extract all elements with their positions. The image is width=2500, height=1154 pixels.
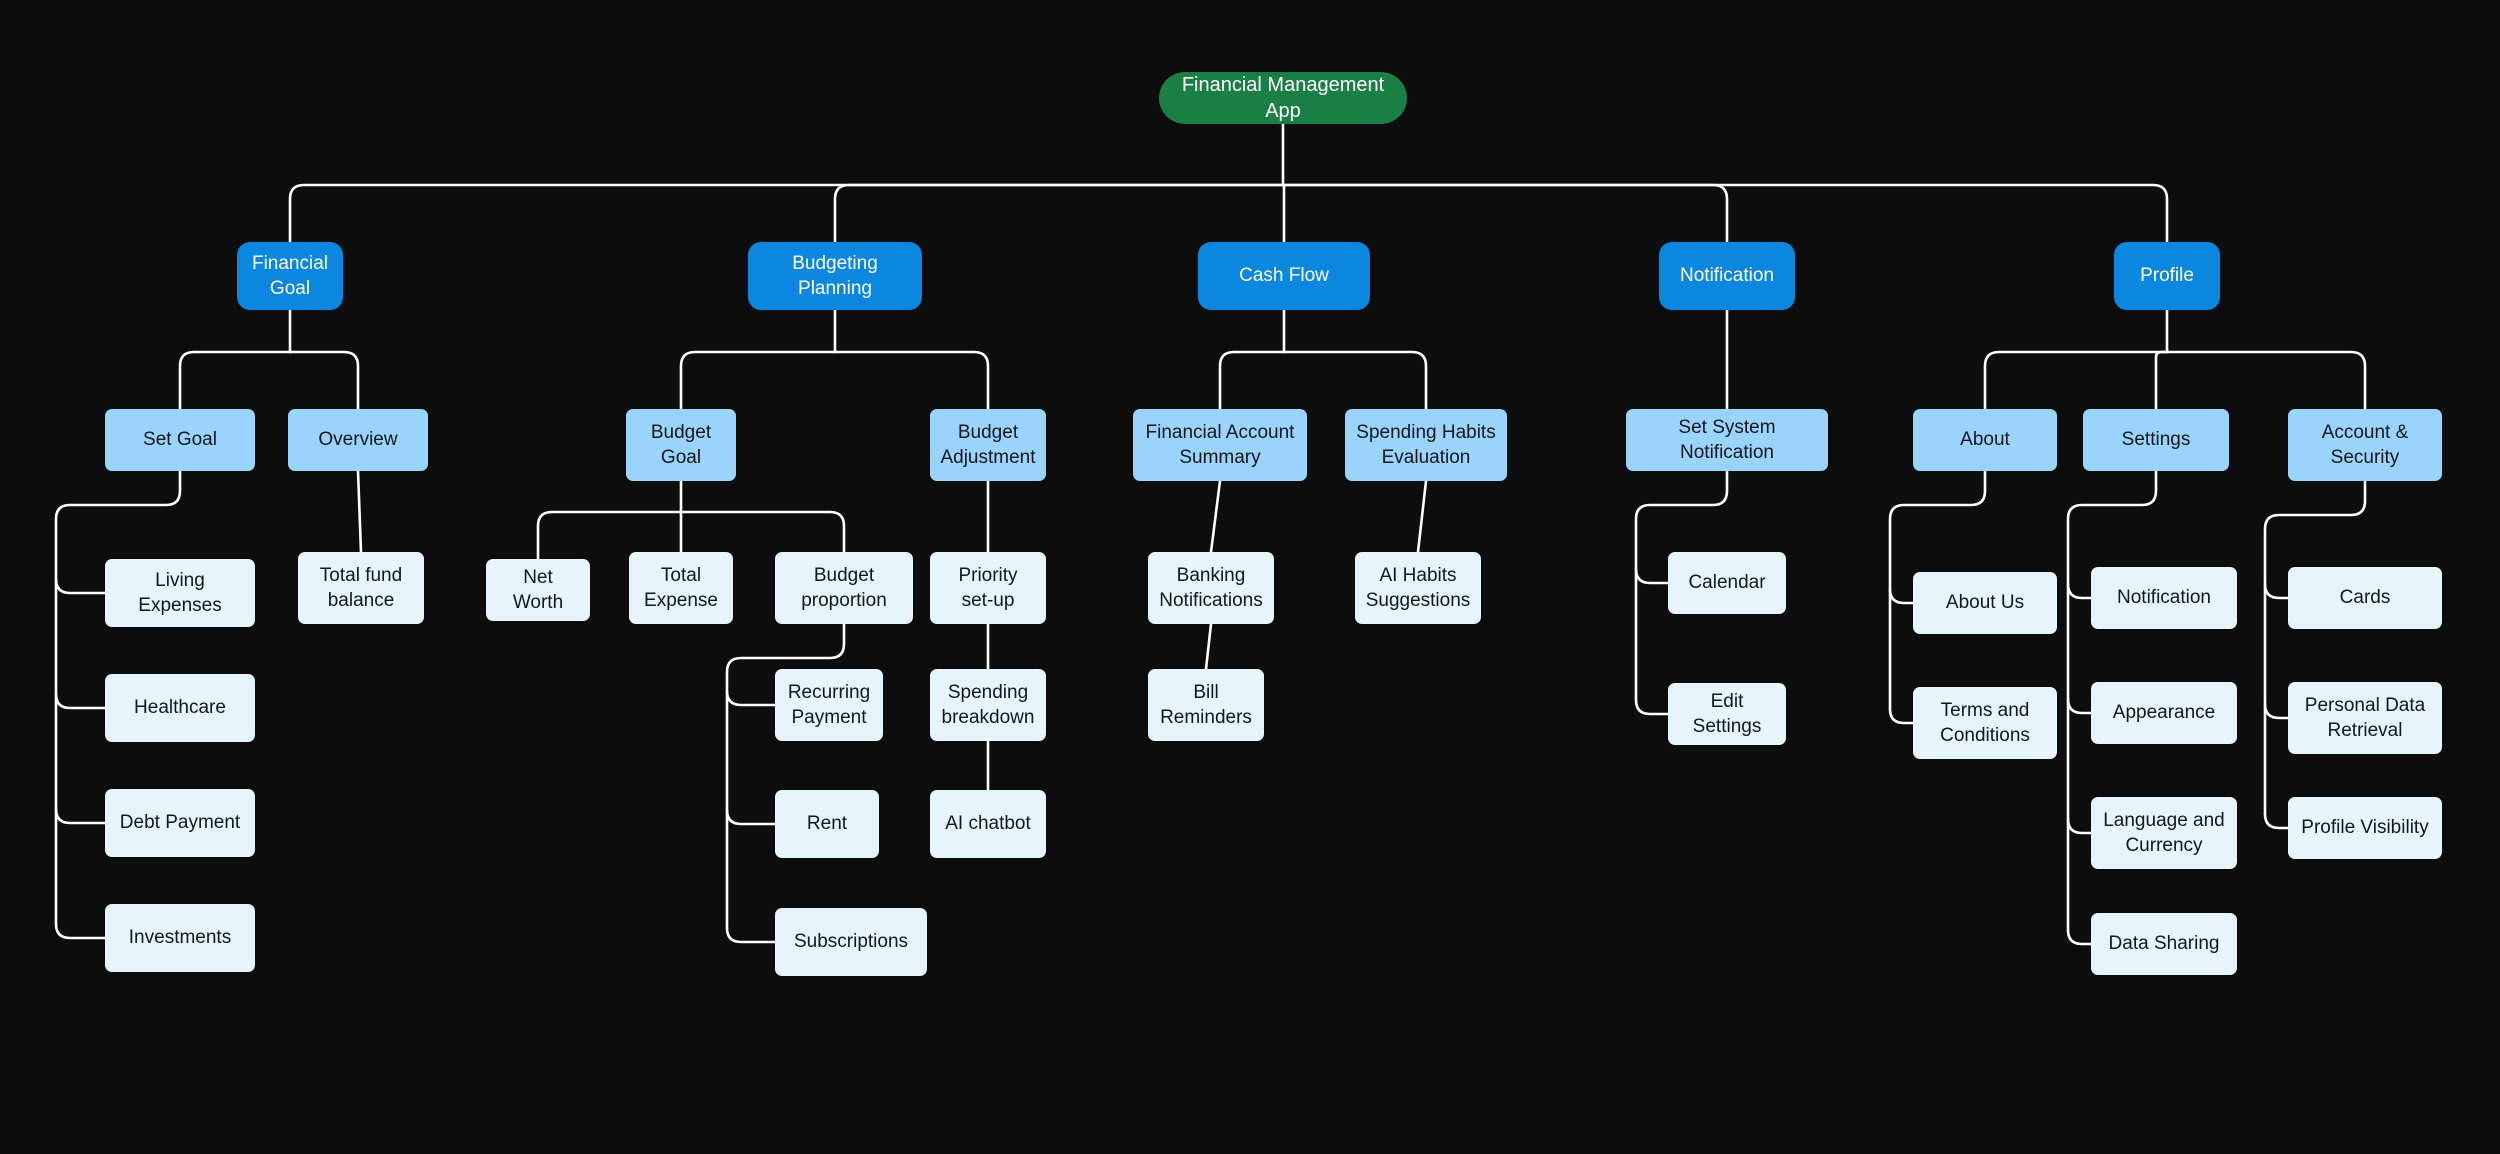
node-rent-label: Rent [806, 813, 848, 835]
node-notification[interactable]: Notification [1659, 242, 1795, 310]
node-priority-set-up-label: Priority set-up [958, 564, 1018, 611]
node-living-expenses-label: Living Expenses [138, 569, 222, 616]
node-living-expenses[interactable]: Living Expenses [105, 559, 255, 627]
node-settings-label: Settings [2121, 429, 2191, 451]
node-language-and-currency[interactable]: Language and Currency [2091, 797, 2237, 869]
node-spending-habits-evaluation[interactable]: Spending Habits Evaluation [1345, 409, 1507, 481]
node-budgeting-planning[interactable]: Budgeting Planning [748, 242, 922, 310]
node-ai-habits-suggestions[interactable]: AI Habits Suggestions [1355, 552, 1481, 624]
node-ai-chatbot-label: AI chatbot [945, 813, 1031, 835]
node-overview[interactable]: Overview [288, 409, 428, 471]
node-account-security-label: Account & Security [2321, 421, 2409, 468]
node-calendar[interactable]: Calendar [1668, 552, 1786, 614]
node-healthcare[interactable]: Healthcare [105, 674, 255, 742]
node-banking-notifications-label: Banking Notifications [1159, 564, 1263, 611]
node-about[interactable]: About [1913, 409, 2057, 471]
node-terms-and-conditions-label: Terms and Conditions [1940, 699, 2030, 746]
node-about-label: About [1960, 429, 2010, 451]
node-total-expense-label: Total Expense [644, 564, 718, 611]
node-ai-chatbot[interactable]: AI chatbot [930, 790, 1046, 858]
node-cash-flow-label: Cash Flow [1239, 265, 1329, 287]
node-language-and-currency-label: Language and Currency [2103, 809, 2225, 856]
node-financial-account-summary-label: Financial Account Summary [1145, 421, 1295, 468]
node-root[interactable]: Financial Management App [1159, 72, 1407, 124]
node-budget-adjustment[interactable]: Budget Adjustment [930, 409, 1046, 481]
node-net-worth[interactable]: Net Worth [486, 559, 590, 621]
node-edit-settings-label: Edit Settings [1692, 690, 1762, 737]
node-calendar-label: Calendar [1688, 572, 1766, 594]
node-subscriptions-label: Subscriptions [793, 931, 909, 953]
node-data-sharing-label: Data Sharing [2108, 933, 2220, 955]
node-budget-goal-label: Budget Goal [650, 421, 712, 468]
node-spending-habits-evaluation-label: Spending Habits Evaluation [1356, 421, 1496, 468]
node-notification-label: Notification [1680, 265, 1774, 287]
node-personal-data-retrieval[interactable]: Personal Data Retrieval [2288, 682, 2442, 754]
node-spending-breakdown-label: Spending breakdown [941, 681, 1035, 728]
node-debt-payment-label: Debt Payment [119, 812, 241, 834]
node-priority-set-up[interactable]: Priority set-up [930, 552, 1046, 624]
node-bill-reminders[interactable]: Bill Reminders [1148, 669, 1264, 741]
node-cards-label: Cards [2339, 587, 2391, 609]
node-investments-label: Investments [128, 927, 232, 949]
node-cards[interactable]: Cards [2288, 567, 2442, 629]
node-budget-goal[interactable]: Budget Goal [626, 409, 736, 481]
node-appearance-label: Appearance [2112, 702, 2216, 724]
node-account-security[interactable]: Account & Security [2288, 409, 2442, 481]
node-spending-breakdown[interactable]: Spending breakdown [930, 669, 1046, 741]
node-debt-payment[interactable]: Debt Payment [105, 789, 255, 857]
node-root-label: Financial Management App [1181, 73, 1385, 122]
node-terms-and-conditions[interactable]: Terms and Conditions [1913, 687, 2057, 759]
node-banking-notifications[interactable]: Banking Notifications [1148, 552, 1274, 624]
node-net-worth-label: Net Worth [512, 566, 564, 613]
node-total-fund-balance[interactable]: Total fund balance [298, 552, 424, 624]
node-ai-habits-suggestions-label: AI Habits Suggestions [1365, 564, 1471, 611]
node-total-expense[interactable]: Total Expense [629, 552, 733, 624]
node-budget-proportion-label: Budget proportion [801, 564, 887, 611]
node-personal-data-retrieval-label: Personal Data Retrieval [2304, 694, 2426, 741]
node-settings-notification[interactable]: Notification [2091, 567, 2237, 629]
node-financial-goal-label: Financial Goal [251, 252, 329, 299]
node-settings-notification-label: Notification [2117, 587, 2211, 609]
node-budget-proportion[interactable]: Budget proportion [775, 552, 913, 624]
node-subscriptions[interactable]: Subscriptions [775, 908, 927, 976]
node-set-system-notification[interactable]: Set System Notification [1626, 409, 1828, 471]
node-recurring-payment[interactable]: Recurring Payment [775, 669, 883, 741]
node-appearance[interactable]: Appearance [2091, 682, 2237, 744]
node-profile-visibility-label: Profile Visibility [2301, 817, 2429, 839]
node-profile[interactable]: Profile [2114, 242, 2220, 310]
node-overview-label: Overview [318, 429, 398, 451]
node-healthcare-label: Healthcare [134, 697, 226, 719]
node-edit-settings[interactable]: Edit Settings [1668, 683, 1786, 745]
node-data-sharing[interactable]: Data Sharing [2091, 913, 2237, 975]
node-investments[interactable]: Investments [105, 904, 255, 972]
node-set-goal-label: Set Goal [143, 429, 217, 451]
node-set-system-notification-label: Set System Notification [1678, 416, 1776, 463]
node-rent[interactable]: Rent [775, 790, 879, 858]
node-profile-visibility[interactable]: Profile Visibility [2288, 797, 2442, 859]
node-financial-account-summary[interactable]: Financial Account Summary [1133, 409, 1307, 481]
node-total-fund-balance-label: Total fund balance [319, 564, 403, 611]
node-bill-reminders-label: Bill Reminders [1160, 681, 1252, 728]
node-settings[interactable]: Settings [2083, 409, 2229, 471]
node-financial-goal[interactable]: Financial Goal [237, 242, 343, 310]
node-about-us[interactable]: About Us [1913, 572, 2057, 634]
node-recurring-payment-label: Recurring Payment [787, 681, 871, 728]
node-budgeting-planning-label: Budgeting Planning [792, 252, 878, 299]
node-profile-label: Profile [2140, 265, 2194, 287]
node-budget-adjustment-label: Budget Adjustment [940, 421, 1036, 468]
node-about-us-label: About Us [1945, 592, 2025, 614]
node-set-goal[interactable]: Set Goal [105, 409, 255, 471]
node-cash-flow[interactable]: Cash Flow [1198, 242, 1370, 310]
